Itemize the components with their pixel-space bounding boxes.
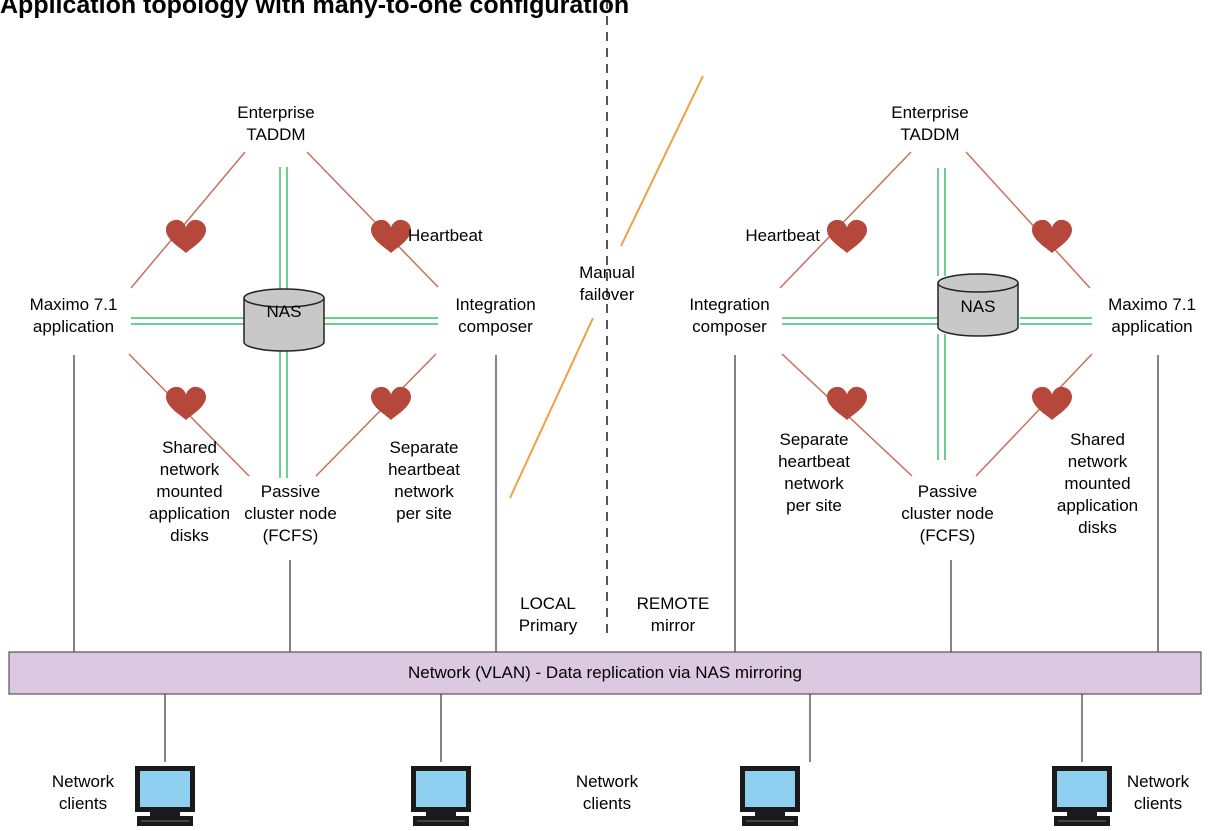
diagram-title: Application topology with many-to-one co… xyxy=(0,0,630,19)
remote-integration-label: Integration composer xyxy=(689,295,770,336)
failover-line-upper xyxy=(620,75,704,247)
local-nas-label: NAS xyxy=(266,302,302,321)
heart-icon xyxy=(1032,386,1072,420)
heart-icon xyxy=(166,386,206,420)
remote-nas-cylinder xyxy=(937,273,1019,337)
local-heartbeat-label: Heartbeat xyxy=(408,226,483,245)
heart-icon xyxy=(827,219,867,253)
heart-icon xyxy=(827,386,867,420)
network-clients-label: Network clients xyxy=(51,772,115,813)
heart-icon xyxy=(166,219,206,253)
remote-nas-label: NAS xyxy=(960,297,996,316)
local-separate-network-label: Separate heartbeat network per site xyxy=(388,438,460,523)
local-enterprise-label: Enterprise TADDM xyxy=(237,103,315,144)
local-integration-label: Integration composer xyxy=(455,295,536,336)
network-bar xyxy=(8,651,1202,695)
network-label: Network (VLAN) - Data replication via NA… xyxy=(408,663,802,682)
remote-separate-network-label: Separate heartbeat network per site xyxy=(778,430,850,515)
heart-icon xyxy=(371,219,411,253)
network-clients-label: Network clients xyxy=(1126,772,1190,813)
remote-maximo-label: Maximo 7.1 application xyxy=(1108,295,1196,336)
computer-monitor-icon xyxy=(134,765,196,827)
failover-line-lower xyxy=(509,317,594,499)
local-nas-cylinder xyxy=(243,288,325,352)
remote-enterprise-label: Enterprise TADDM xyxy=(891,103,969,144)
local-passive-node-label: Passive cluster node (FCFS) xyxy=(244,482,337,545)
manual-failover-label: Manual failover xyxy=(579,263,635,304)
computer-monitor-icon xyxy=(410,765,472,827)
computer-monitor-icon xyxy=(739,765,801,827)
network-clients-label: Network clients xyxy=(575,772,639,813)
computer-monitor-icon xyxy=(1051,765,1113,827)
remote-site-label: REMOTE mirror xyxy=(636,594,710,635)
local-site-links xyxy=(73,151,497,652)
local-maximo-label: Maximo 7.1 application xyxy=(29,295,118,336)
remote-site-links xyxy=(734,151,1159,652)
remote-shared-disks-label: Shared network mounted application disks xyxy=(1056,430,1139,537)
local-shared-disks-label: Shared network mounted application disks xyxy=(148,438,231,545)
remote-heartbeat-label: Heartbeat xyxy=(745,226,820,245)
remote-passive-node-label: Passive cluster node (FCFS) xyxy=(901,482,994,545)
local-site-label: LOCAL Primary xyxy=(518,594,578,635)
heart-icon xyxy=(1032,219,1072,253)
